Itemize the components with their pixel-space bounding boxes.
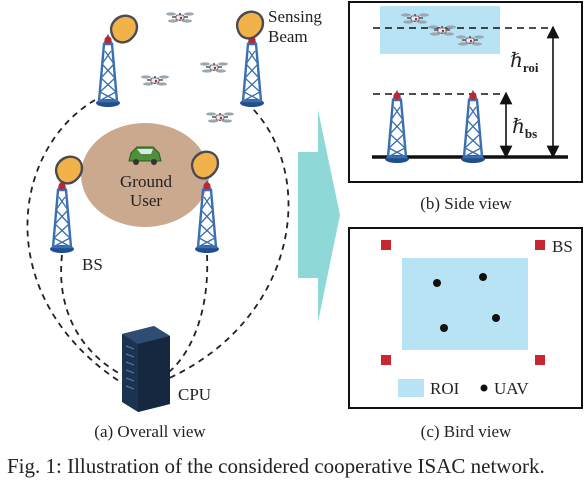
- bs-tower-mid-left: [48, 180, 76, 255]
- sensing-beam-label-line1: Sensing: [268, 7, 322, 26]
- link-bs3-cpu: [60, 254, 129, 379]
- legend-uav-label: UAV: [494, 379, 529, 398]
- ground-user-label-line1: Ground: [120, 172, 172, 191]
- bs-marker: [381, 355, 391, 365]
- sensing-beam-label-line2: Beam: [268, 27, 308, 46]
- uav-dot: [479, 273, 487, 281]
- sensing-beam-icon: [109, 14, 139, 44]
- roi-region-top: [402, 258, 528, 350]
- uav-icon: [199, 61, 229, 74]
- bs-label: BS: [82, 255, 103, 274]
- ground-user-area: [81, 123, 209, 227]
- side-view-caption: (b) Side view: [420, 194, 512, 213]
- side-view-panel: ℏroi ℏbs (b) Side view: [348, 1, 583, 213]
- legend-roi-label: ROI: [430, 379, 460, 398]
- bird-view-panel: BS ROI UAV (c) Bird view: [348, 227, 583, 441]
- uav-icon: [165, 11, 195, 24]
- cpu-server-icon: [122, 326, 170, 412]
- overall-view-panel: Ground User Sensing Beam BS: [26, 7, 322, 412]
- uav-icon: [140, 74, 170, 87]
- ground-user-label-line2: User: [130, 191, 162, 210]
- bs-marker: [381, 240, 391, 250]
- bird-view-caption: (c) Bird view: [421, 422, 512, 441]
- h-bs-label: ℏbs: [512, 116, 537, 141]
- legend-roi-swatch: [398, 379, 424, 397]
- uav-dot: [440, 324, 448, 332]
- car-icon: [128, 146, 162, 165]
- bs-marker: [535, 355, 545, 365]
- link-bs4-cpu: [159, 254, 209, 379]
- bs-marker: [535, 240, 545, 250]
- legend-uav-dot: [480, 384, 488, 392]
- uav-icon: [205, 111, 235, 124]
- h-roi-label: ℏroi: [510, 50, 539, 75]
- cpu-label: CPU: [178, 385, 211, 404]
- bird-bs-label: BS: [552, 237, 573, 256]
- sensing-beam-icon: [54, 155, 84, 185]
- uav-dot: [433, 279, 441, 287]
- fronthaul-links: [26, 99, 290, 386]
- overall-view-caption: (a) Overall view: [94, 422, 206, 441]
- transition-arrow: [298, 110, 340, 322]
- figure-caption: Fig. 1: Illustration of the considered c…: [7, 454, 545, 478]
- bs-tower-top-right: [238, 34, 266, 109]
- uav-dot: [492, 314, 500, 322]
- bs-tower-top-left: [94, 34, 122, 109]
- sensing-beam-icon: [190, 150, 220, 180]
- sensing-beam-icon: [235, 10, 265, 40]
